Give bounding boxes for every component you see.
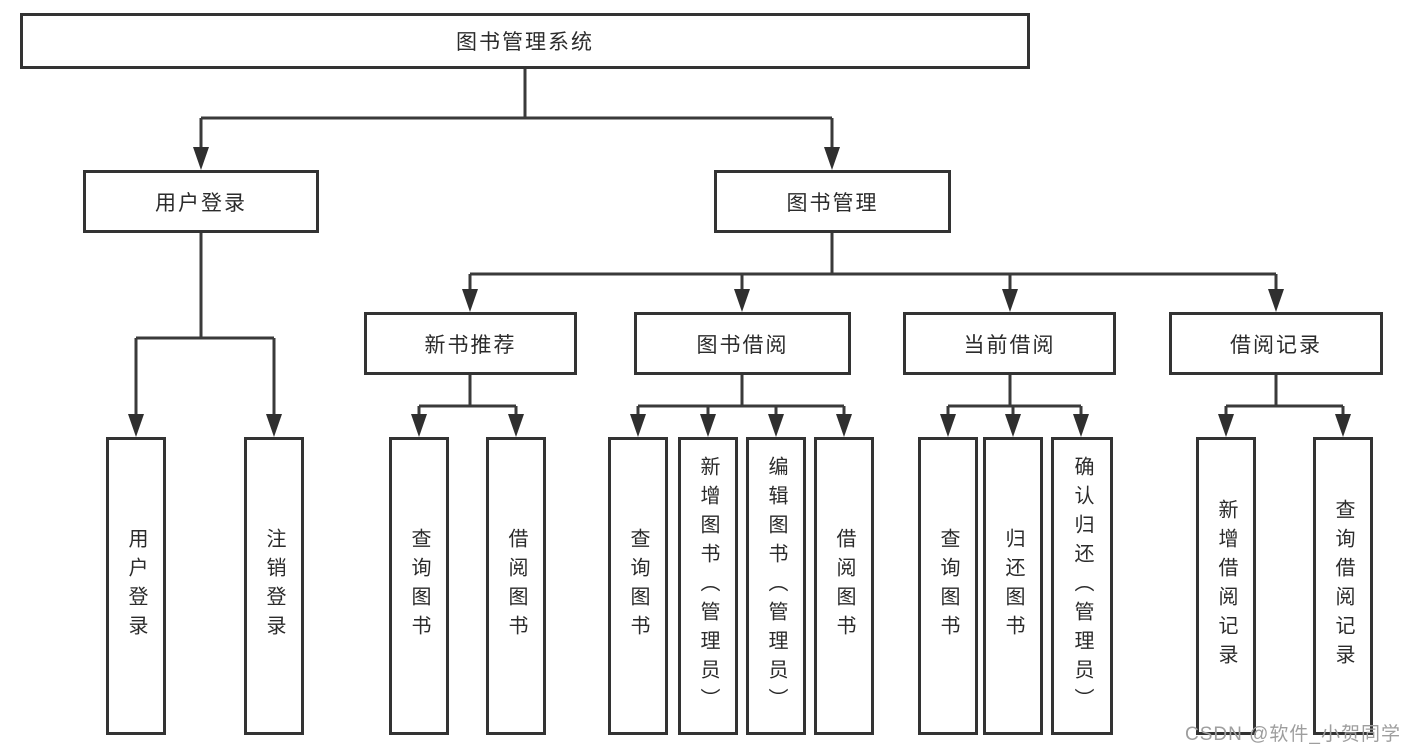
node-label: 查询借阅记录 <box>1332 499 1354 673</box>
leaf-records-add-record: 新增借阅记录 <box>1196 437 1256 735</box>
node-label: 查询图书 <box>408 528 430 644</box>
arrow-down-icon <box>411 414 427 437</box>
connector-newbook-to-leaves <box>417 375 518 420</box>
leaf-logout: 注销登录 <box>244 437 304 735</box>
node-current-borrow: 当前借阅 <box>903 312 1116 375</box>
arrow-down-icon <box>836 414 852 437</box>
leaf-user-login: 用户登录 <box>106 437 166 735</box>
connector-records-to-leaves <box>1224 375 1345 420</box>
leaf-current-query-book: 查询图书 <box>918 437 978 735</box>
arrow-down-icon <box>1218 414 1234 437</box>
watermark-text: CSDN @软件_小贺同学 <box>1185 724 1401 745</box>
arrow-down-icon <box>128 414 144 437</box>
leaf-borrow-edit-book-admin: 编辑图书（管理员） <box>746 437 806 735</box>
arrow-down-icon <box>1073 414 1089 437</box>
node-label: 新增借阅记录 <box>1215 499 1237 673</box>
arrow-down-icon <box>1268 289 1284 312</box>
node-label: 新增图书（管理员） <box>697 455 719 717</box>
arrow-down-icon <box>266 414 282 437</box>
node-book-management: 图书管理 <box>714 170 951 233</box>
node-label: 图书管理系统 <box>456 31 594 54</box>
arrow-down-icon <box>508 414 524 437</box>
arrow-down-icon <box>940 414 956 437</box>
node-book-borrow: 图书借阅 <box>634 312 851 375</box>
connector-bookmgmt-to-level3 <box>468 233 1278 295</box>
node-label: 查询图书 <box>937 528 959 644</box>
node-label: 注销登录 <box>263 528 285 644</box>
arrow-down-icon <box>630 414 646 437</box>
node-label: 借阅图书 <box>505 528 527 644</box>
arrow-down-icon <box>700 414 716 437</box>
node-label: 归还图书 <box>1002 528 1024 644</box>
node-label: 当前借阅 <box>963 333 1056 357</box>
leaf-records-query-record: 查询借阅记录 <box>1313 437 1373 735</box>
leaf-newbook-borrow-book: 借阅图书 <box>486 437 546 735</box>
arrow-down-icon <box>734 289 750 312</box>
arrow-down-icon <box>824 147 840 170</box>
connector-borrow-to-leaves <box>636 375 846 420</box>
node-label: 借阅图书 <box>833 528 855 644</box>
node-borrow-records: 借阅记录 <box>1169 312 1383 375</box>
node-label: 确认归还（管理员） <box>1071 455 1093 717</box>
node-label: 图书借阅 <box>696 333 789 357</box>
connector-current-to-leaves <box>946 375 1083 420</box>
leaf-current-confirm-return-admin: 确认归还（管理员） <box>1051 437 1113 735</box>
connector-userlogin-to-leaves <box>134 233 276 420</box>
node-user-login: 用户登录 <box>83 170 319 233</box>
node-label: 图书管理 <box>786 191 879 215</box>
leaf-borrow-query-book: 查询图书 <box>608 437 668 735</box>
node-root: 图书管理系统 <box>20 13 1030 69</box>
connector-root-to-level2 <box>199 69 834 152</box>
node-label: 借阅记录 <box>1230 333 1322 357</box>
leaf-newbook-query-book: 查询图书 <box>389 437 449 735</box>
leaf-borrow-borrow-book: 借阅图书 <box>814 437 874 735</box>
node-label: 用户登录 <box>125 528 147 644</box>
arrow-down-icon <box>768 414 784 437</box>
node-label: 用户登录 <box>155 191 247 215</box>
node-label: 查询图书 <box>627 528 649 644</box>
node-label: 编辑图书（管理员） <box>765 455 787 717</box>
leaf-borrow-add-book-admin: 新增图书（管理员） <box>678 437 738 735</box>
node-label: 新书推荐 <box>424 333 517 357</box>
node-new-book-recommend: 新书推荐 <box>364 312 577 375</box>
arrow-down-icon <box>1002 289 1018 312</box>
leaf-current-return-book: 归还图书 <box>983 437 1043 735</box>
arrow-down-icon <box>193 147 209 170</box>
arrow-down-icon <box>1005 414 1021 437</box>
arrow-down-icon <box>462 289 478 312</box>
arrow-down-icon <box>1335 414 1351 437</box>
